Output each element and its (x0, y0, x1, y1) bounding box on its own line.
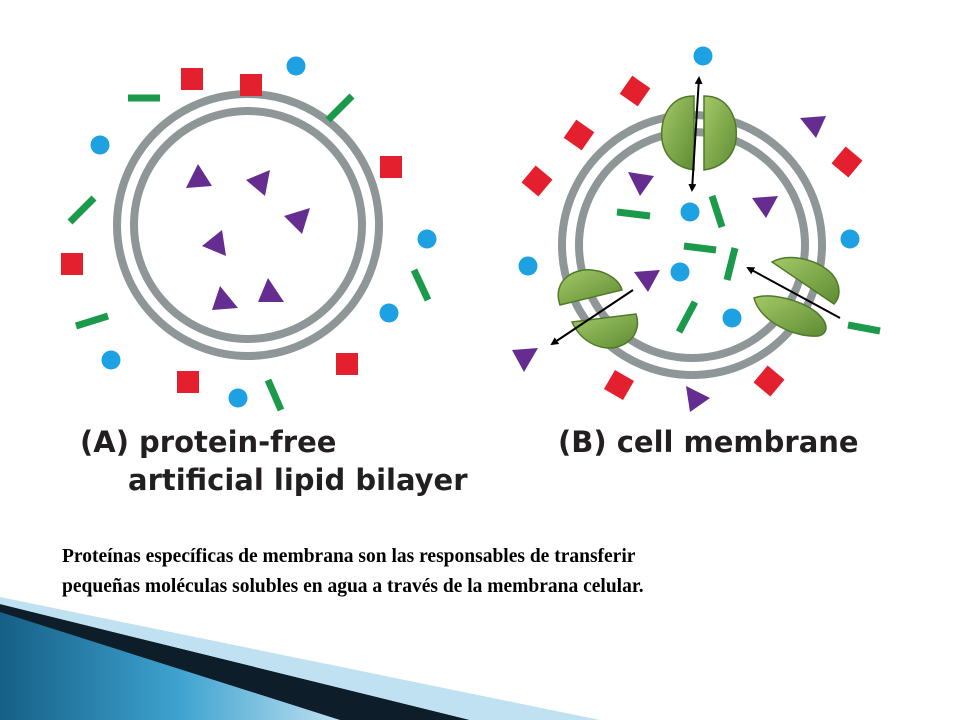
square-molecule (619, 75, 651, 107)
bar-molecule (616, 208, 651, 220)
circle-molecule (417, 229, 437, 249)
bar-molecule (264, 378, 285, 412)
square-molecule (380, 156, 402, 178)
bar-molecule (410, 268, 432, 302)
transport-protein-left (550, 269, 639, 349)
circle-molecule (670, 262, 690, 282)
square-molecule (61, 253, 83, 275)
panel-a-label-line1: (A) protein-free (80, 425, 337, 459)
bar-molecule (723, 247, 739, 281)
square-molecule (603, 369, 635, 401)
circle-molecule (840, 229, 860, 249)
bar-molecule (325, 93, 355, 123)
transport-arrow (688, 76, 703, 192)
square-molecule (336, 353, 358, 375)
circle-molecule (680, 202, 700, 222)
circle-molecule (286, 56, 306, 76)
triangle-molecule (246, 170, 270, 196)
square-molecule (753, 365, 785, 397)
square-molecule (521, 165, 553, 197)
triangle-molecule (512, 348, 538, 372)
transport-protein-top (660, 76, 738, 192)
panel-a-label-line2: artificial lipid bilayer (128, 463, 468, 497)
square-molecule (177, 371, 199, 393)
triangle-molecule (186, 164, 212, 188)
panel-b-label: (B) cell membrane (558, 425, 859, 459)
bar-molecule (847, 321, 881, 335)
triangle-molecule (212, 286, 238, 310)
slide-caption: Proteínas específicas de membrana son la… (62, 542, 922, 602)
triangle-molecule (752, 196, 778, 218)
triangle-molecule (686, 386, 710, 412)
corner-swoosh-decoration (0, 597, 600, 720)
triangle-molecule (202, 230, 226, 256)
circle-molecule (379, 303, 399, 323)
triangle-molecule (258, 278, 284, 302)
bar-molecule (675, 300, 699, 334)
square-molecule (240, 74, 262, 96)
triangle-molecule (284, 208, 310, 234)
bar-molecule (74, 312, 110, 330)
circle-molecule (228, 388, 248, 408)
panel-a-diagram (61, 56, 437, 412)
caption-line2: pequeñas moléculas solubles en agua a tr… (62, 576, 644, 597)
caption-line1: Proteínas específicas de membrana son la… (62, 546, 636, 567)
transport-arrow (746, 267, 841, 319)
transport-arrow (550, 289, 634, 346)
circle-molecule (518, 256, 538, 276)
circle-molecule (722, 308, 742, 328)
triangle-molecule (634, 270, 660, 292)
transport-protein-right (746, 256, 841, 337)
panel-a-vesicle (113, 90, 383, 360)
square-molecule (831, 146, 863, 178)
circle-molecule (90, 135, 110, 155)
bar-molecule (67, 195, 97, 225)
triangle-molecule (628, 172, 654, 196)
panel-b-diagram (512, 46, 881, 412)
circle-molecule (101, 350, 121, 370)
square-molecule (563, 119, 595, 151)
circle-molecule (693, 46, 713, 66)
bar-molecule (708, 194, 726, 229)
bar-molecule (683, 242, 717, 254)
square-molecule (181, 68, 203, 90)
triangle-molecule (800, 116, 826, 138)
